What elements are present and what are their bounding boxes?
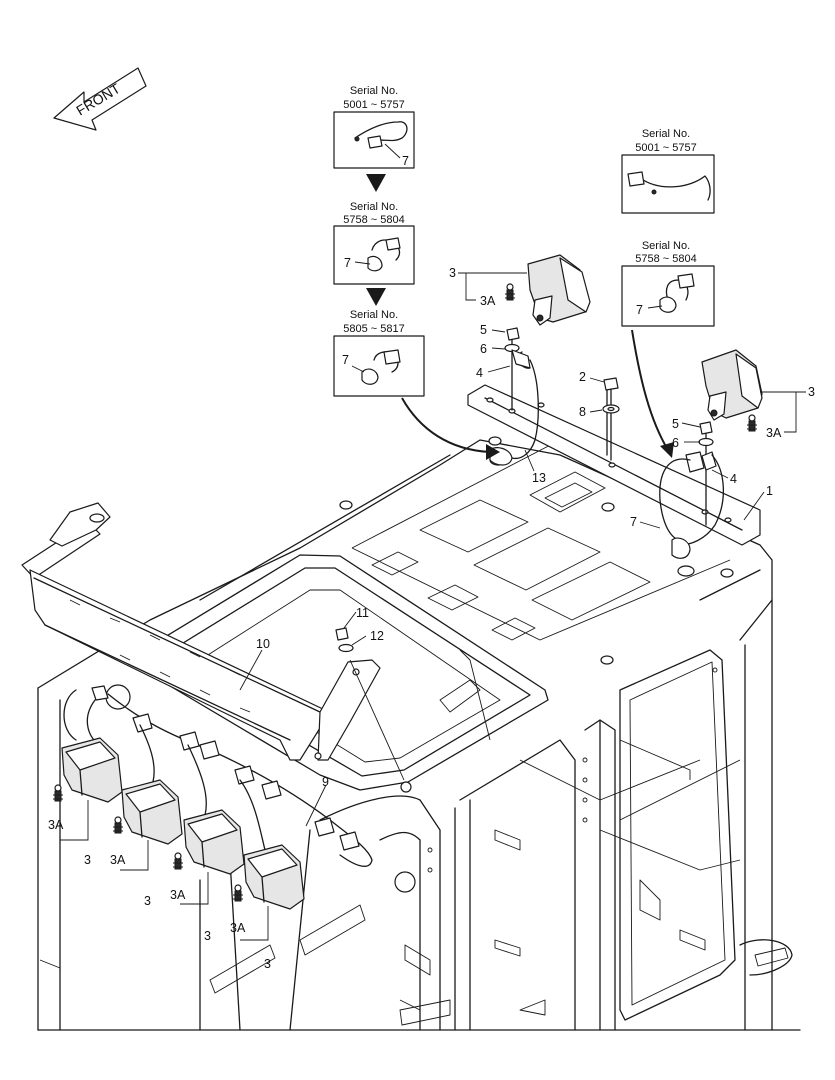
callout-3: 3: [264, 957, 271, 971]
serial-part-label: 7: [402, 154, 409, 168]
callout-11: 11: [356, 606, 369, 620]
bulb-icon: [747, 414, 757, 432]
serial-title: Serial No.: [350, 309, 398, 321]
serial-part-label: 7: [344, 256, 351, 270]
bulb-icons: [53, 283, 757, 902]
callout-3a: 3A: [480, 294, 496, 308]
callout-10: 10: [256, 637, 270, 651]
callout-7: 7: [630, 515, 637, 529]
serial-title: Serial No.: [642, 128, 690, 140]
callout-6: 6: [672, 436, 679, 450]
down-arrow-icon: [366, 288, 386, 306]
callout-3a: 3A: [766, 426, 782, 440]
callout-3: 3: [84, 853, 91, 867]
callout-labels: 3 3A 5 6 4 2 8 13 3 3A 5 6 4 1 7 10 11 1…: [48, 266, 815, 971]
serial-detail-arrows: [401, 329, 674, 460]
callout-3: 3: [449, 266, 456, 280]
front-light-bar: [21, 502, 381, 761]
callout-9: 9: [322, 775, 329, 789]
bulb-icon: [505, 283, 515, 301]
callout-5: 5: [480, 323, 487, 337]
serial-box-left-3: Serial No. 5805 ~ 5817 7: [333, 309, 425, 397]
serial-part-label: 7: [342, 353, 349, 367]
serial-part-label: 7: [636, 303, 643, 317]
callout-3: 3: [144, 894, 151, 908]
callout-3a: 3A: [110, 853, 126, 867]
callout-3: 3: [808, 385, 815, 399]
callout-12: 12: [370, 629, 384, 643]
serial-title: Serial No.: [350, 201, 398, 213]
serial-box-right-1: Serial No. 5001 ~ 5757: [621, 128, 715, 214]
callout-8: 8: [579, 405, 586, 419]
serial-range: 5758 ~ 5804: [635, 253, 696, 265]
callout-2: 2: [579, 370, 586, 384]
bulb-icon: [233, 884, 243, 902]
front-work-light-bank: [61, 684, 373, 910]
callout-4: 4: [476, 366, 483, 380]
serial-box-left-2: Serial No. 5758 ~ 5804 7: [333, 201, 415, 285]
callout-leaders: [60, 272, 806, 941]
callout-5: 5: [672, 417, 679, 431]
serial-title: Serial No.: [642, 240, 690, 252]
serial-box-right-2: Serial No. 5758 ~ 5804 7: [621, 240, 715, 327]
callout-4: 4: [730, 472, 737, 486]
rear-right-work-light: [659, 349, 763, 559]
serial-range: 5001 ~ 5757: [343, 99, 404, 111]
bulb-icon: [53, 784, 63, 802]
serial-range: 5805 ~ 5817: [343, 323, 404, 335]
callout-3: 3: [204, 929, 211, 943]
callout-13: 13: [532, 471, 546, 485]
cab-structure: [37, 436, 801, 1031]
callout-6: 6: [480, 342, 487, 356]
callout-3a: 3A: [48, 818, 64, 832]
serial-range: 5758 ~ 5804: [343, 214, 404, 226]
callout-3a: 3A: [230, 921, 246, 935]
front-direction-arrow: FRONT: [53, 67, 147, 131]
callout-1: 1: [766, 484, 773, 498]
bulb-icon: [173, 852, 183, 870]
hardware-fasteners: [335, 327, 714, 781]
serial-range: 5001 ~ 5757: [635, 142, 696, 154]
callout-3a: 3A: [170, 888, 186, 902]
serial-box-left-1: Serial No. 5001 ~ 5757 7: [333, 85, 415, 169]
down-arrow-icon: [366, 174, 386, 192]
bulb-icon: [113, 816, 123, 834]
serial-title: Serial No.: [350, 85, 398, 97]
